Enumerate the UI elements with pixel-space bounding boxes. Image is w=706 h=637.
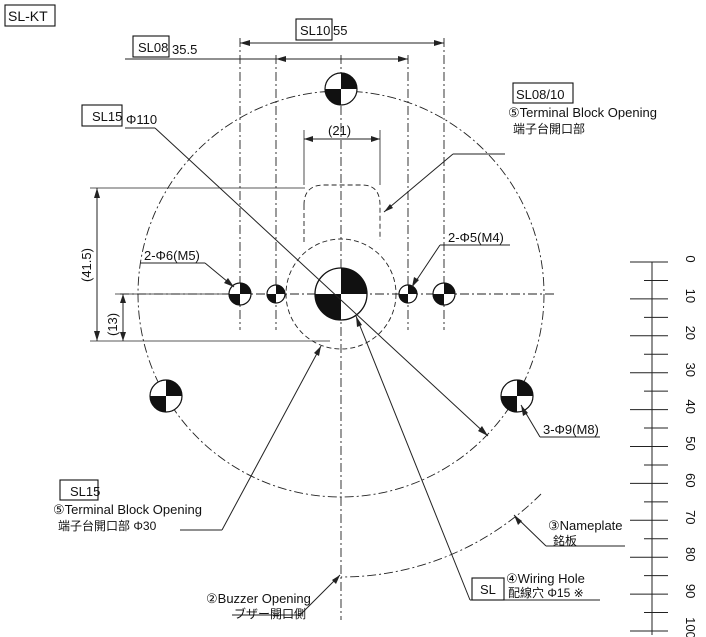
tb-bottom-leader xyxy=(221,345,322,531)
scale-label: 30 xyxy=(683,362,698,376)
dim-35-5-value: 35.5 xyxy=(172,42,197,57)
dim-41-5-value: (41.5) xyxy=(79,248,94,282)
dim-35-5-arrow-left xyxy=(276,56,286,62)
sl08-tag-frame xyxy=(132,35,170,58)
phi6-label: 2-Φ6(M5) xyxy=(144,248,200,263)
scale-label: 10 xyxy=(683,289,698,303)
tb-bottom-en: ⑤Terminal Block Opening xyxy=(53,502,202,517)
wiring-jp: 配線穴 Φ15 ※ xyxy=(508,585,584,600)
callout-nameplate: ③Nameplate 銘板 xyxy=(513,514,625,548)
sl08-tag: SL08 xyxy=(138,40,168,55)
callout-buzzer: ②Buzzer Opening ブザー開口側 xyxy=(206,574,341,621)
hole-m8-left xyxy=(149,379,183,413)
dim-vertical: (41.5) (13) xyxy=(79,187,330,342)
dim-55: SL10 55 xyxy=(240,18,444,46)
dim-13-arrow-bottom xyxy=(120,332,126,341)
scale-label: 100 xyxy=(683,617,698,637)
tb-bottom-arrow xyxy=(314,346,321,356)
sl15b-tag-frame xyxy=(59,479,99,501)
buzzer-jp: ブザー開口側 xyxy=(234,606,306,621)
phi110-leader xyxy=(154,127,489,437)
title-frame xyxy=(4,4,56,27)
scale-label: 80 xyxy=(683,547,698,561)
tb-top-tag: SL08/10 xyxy=(516,87,564,102)
sl08-10-tag-frame xyxy=(512,82,574,104)
wiring-leader xyxy=(355,315,471,601)
scale-label: 50 xyxy=(683,436,698,450)
tb-top-jp: 端子台開口部 xyxy=(513,121,585,136)
nameplate-arrow xyxy=(514,515,522,525)
nameplate-jp: 銘板 xyxy=(553,533,577,548)
nameplate-en: ③Nameplate xyxy=(548,518,623,533)
phi6-arrow xyxy=(224,278,234,287)
tb-top-arrow xyxy=(384,204,393,212)
title-text: SL-KT xyxy=(8,8,48,24)
scale-label: 40 xyxy=(683,399,698,413)
sl-tag-frame xyxy=(471,577,505,601)
tb-bottom-jp: 端子台開口部 Φ30 xyxy=(58,518,157,533)
buzzer-leader xyxy=(299,574,341,616)
terminal-block-outline xyxy=(303,184,381,240)
hole-m4-left xyxy=(266,284,286,304)
dim-41-5-arrow-bottom xyxy=(94,331,100,341)
phi9-arrow xyxy=(521,405,528,416)
buzzer-en: ②Buzzer Opening xyxy=(206,591,311,606)
hole-m5-left xyxy=(228,282,252,306)
dim-phi110: SL15 Φ110 xyxy=(81,104,489,437)
sl15-tag: SL15 xyxy=(92,109,122,124)
hole-top xyxy=(324,72,358,106)
dim-21-arrow-right xyxy=(371,136,380,142)
dim-41-5-arrow-top xyxy=(94,188,100,198)
hole-m8-right xyxy=(500,379,534,413)
dim-21-value: (21) xyxy=(328,123,351,138)
sl10-tag-frame xyxy=(295,18,333,41)
phi5-label: 2-Φ5(M4) xyxy=(448,230,504,245)
dim-21: (21) xyxy=(304,123,380,142)
phi9-label: 3-Φ9(M8) xyxy=(543,422,599,437)
callout-terminal-bottom: SL15 ⑤Terminal Block Opening 端子台開口部 Φ30 xyxy=(53,345,322,533)
dim-35-5-arrow-right xyxy=(398,56,408,62)
scale-label: 60 xyxy=(683,473,698,487)
tb-bottom-tag: SL15 xyxy=(70,484,100,499)
callout-terminal-top: SL08/10 ⑤Terminal Block Opening 端子台開口部 xyxy=(383,82,657,213)
wiring-en: ④Wiring Hole xyxy=(506,571,585,586)
dim-13-value: (13) xyxy=(105,313,120,336)
scale-ruler: 0 10 20 30 40 50 60 70 80 90 100 xyxy=(630,255,698,637)
phi110-value: Φ110 xyxy=(126,112,157,127)
scale-label: 20 xyxy=(683,326,698,340)
scale-label: 70 xyxy=(683,510,698,524)
tb-top-leader xyxy=(383,153,454,213)
sl10-tag: SL10 xyxy=(300,23,330,38)
phi5-arrow xyxy=(412,277,419,287)
dim-55-value: 55 xyxy=(333,23,347,38)
dim-35-5: SL08 35.5 xyxy=(125,35,408,62)
scale-label: 90 xyxy=(683,584,698,598)
scale-label: 0 xyxy=(683,255,698,262)
center-lines xyxy=(120,55,555,620)
sl15-tag-frame xyxy=(81,104,123,127)
dim-21-arrow-left xyxy=(304,136,313,142)
dim-13-arrow-top xyxy=(120,294,126,303)
nameplate-arc xyxy=(340,493,542,578)
hole-center xyxy=(314,267,368,321)
wiring-tag: SL xyxy=(480,582,496,597)
buzzer-arrow xyxy=(332,575,340,584)
callout-wiring-hole: SL ④Wiring Hole 配線穴 Φ15 ※ xyxy=(355,315,600,601)
wiring-arrow xyxy=(356,316,362,327)
dim-55-arrow-right xyxy=(434,40,444,46)
callout-phi6: 2-Φ6(M5) xyxy=(140,248,235,288)
dim-55-arrow-left xyxy=(240,40,250,46)
hole-m4-right xyxy=(398,284,418,304)
hole-m5-right xyxy=(432,282,456,306)
terminal-circle-phi30 xyxy=(285,238,397,350)
title-block: SL-KT xyxy=(4,4,56,27)
callout-phi9: 3-Φ9(M8) xyxy=(520,404,600,438)
callout-phi5: 2-Φ5(M4) xyxy=(411,230,510,288)
phi110-arrow xyxy=(478,426,488,436)
tb-top-en: ⑤Terminal Block Opening xyxy=(508,105,657,120)
